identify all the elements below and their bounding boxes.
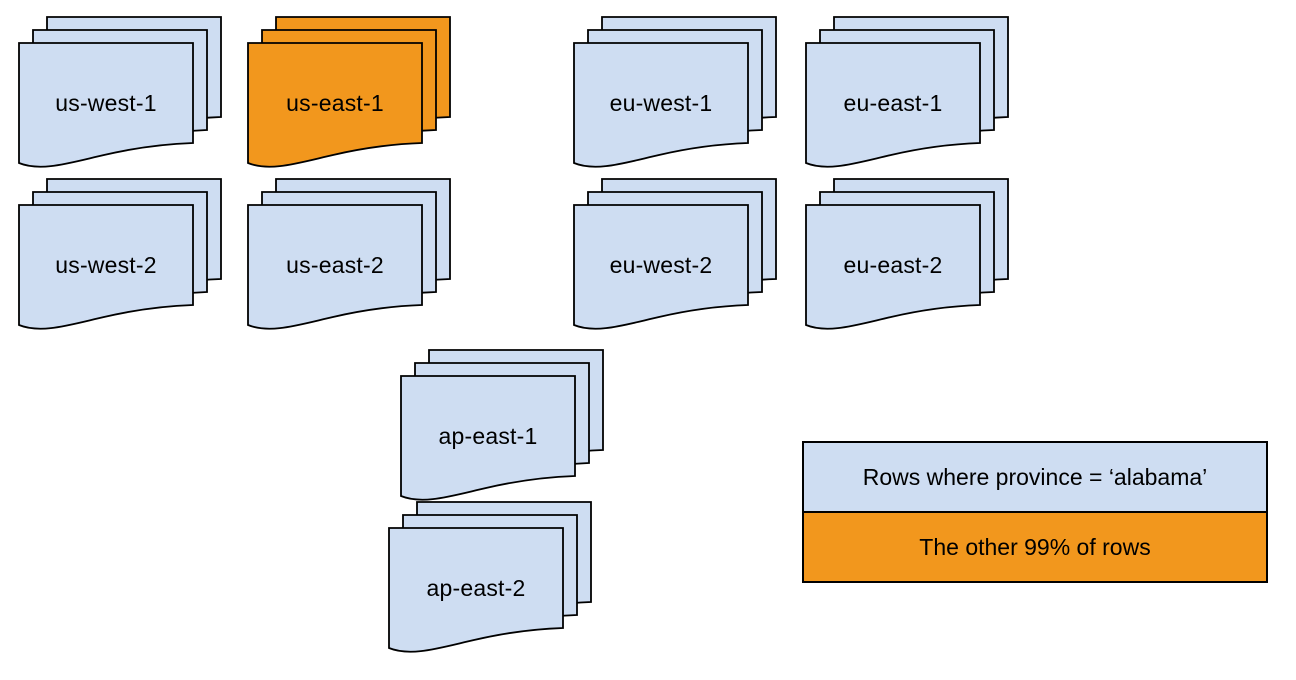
- legend-label-other-rows: The other 99% of rows: [919, 533, 1151, 560]
- region-stack-eu-east-1: eu-east-1: [805, 16, 1009, 174]
- legend: Rows where province = ‘alabama’ The othe…: [802, 441, 1268, 583]
- region-stack-eu-west-2: eu-west-2: [573, 178, 777, 336]
- legend-row-alabama-rows: Rows where province = ‘alabama’: [804, 443, 1266, 513]
- region-stack-us-east-2: us-east-2: [247, 178, 451, 336]
- region-stack-us-east-1: us-east-1: [247, 16, 451, 174]
- region-stack-us-west-1: us-west-1: [18, 16, 222, 174]
- region-stack-ap-east-2: ap-east-2: [388, 501, 592, 659]
- document-stack-icon: [805, 16, 1009, 168]
- region-stack-us-west-2: us-west-2: [18, 178, 222, 336]
- region-stack-eu-east-2: eu-east-2: [805, 178, 1009, 336]
- document-stack-icon: [400, 349, 604, 501]
- document-stack-icon: [573, 178, 777, 330]
- document-stack-icon: [247, 16, 451, 168]
- document-stack-icon: [573, 16, 777, 168]
- region-stack-eu-west-1: eu-west-1: [573, 16, 777, 174]
- document-stack-icon: [805, 178, 1009, 330]
- legend-label-alabama-rows: Rows where province = ‘alabama’: [862, 463, 1208, 490]
- document-stack-icon: [18, 16, 222, 168]
- document-stack-icon: [247, 178, 451, 330]
- document-stack-icon: [18, 178, 222, 330]
- legend-row-other-rows: The other 99% of rows: [804, 513, 1266, 581]
- region-stack-ap-east-1: ap-east-1: [400, 349, 604, 507]
- document-stack-icon: [388, 501, 592, 653]
